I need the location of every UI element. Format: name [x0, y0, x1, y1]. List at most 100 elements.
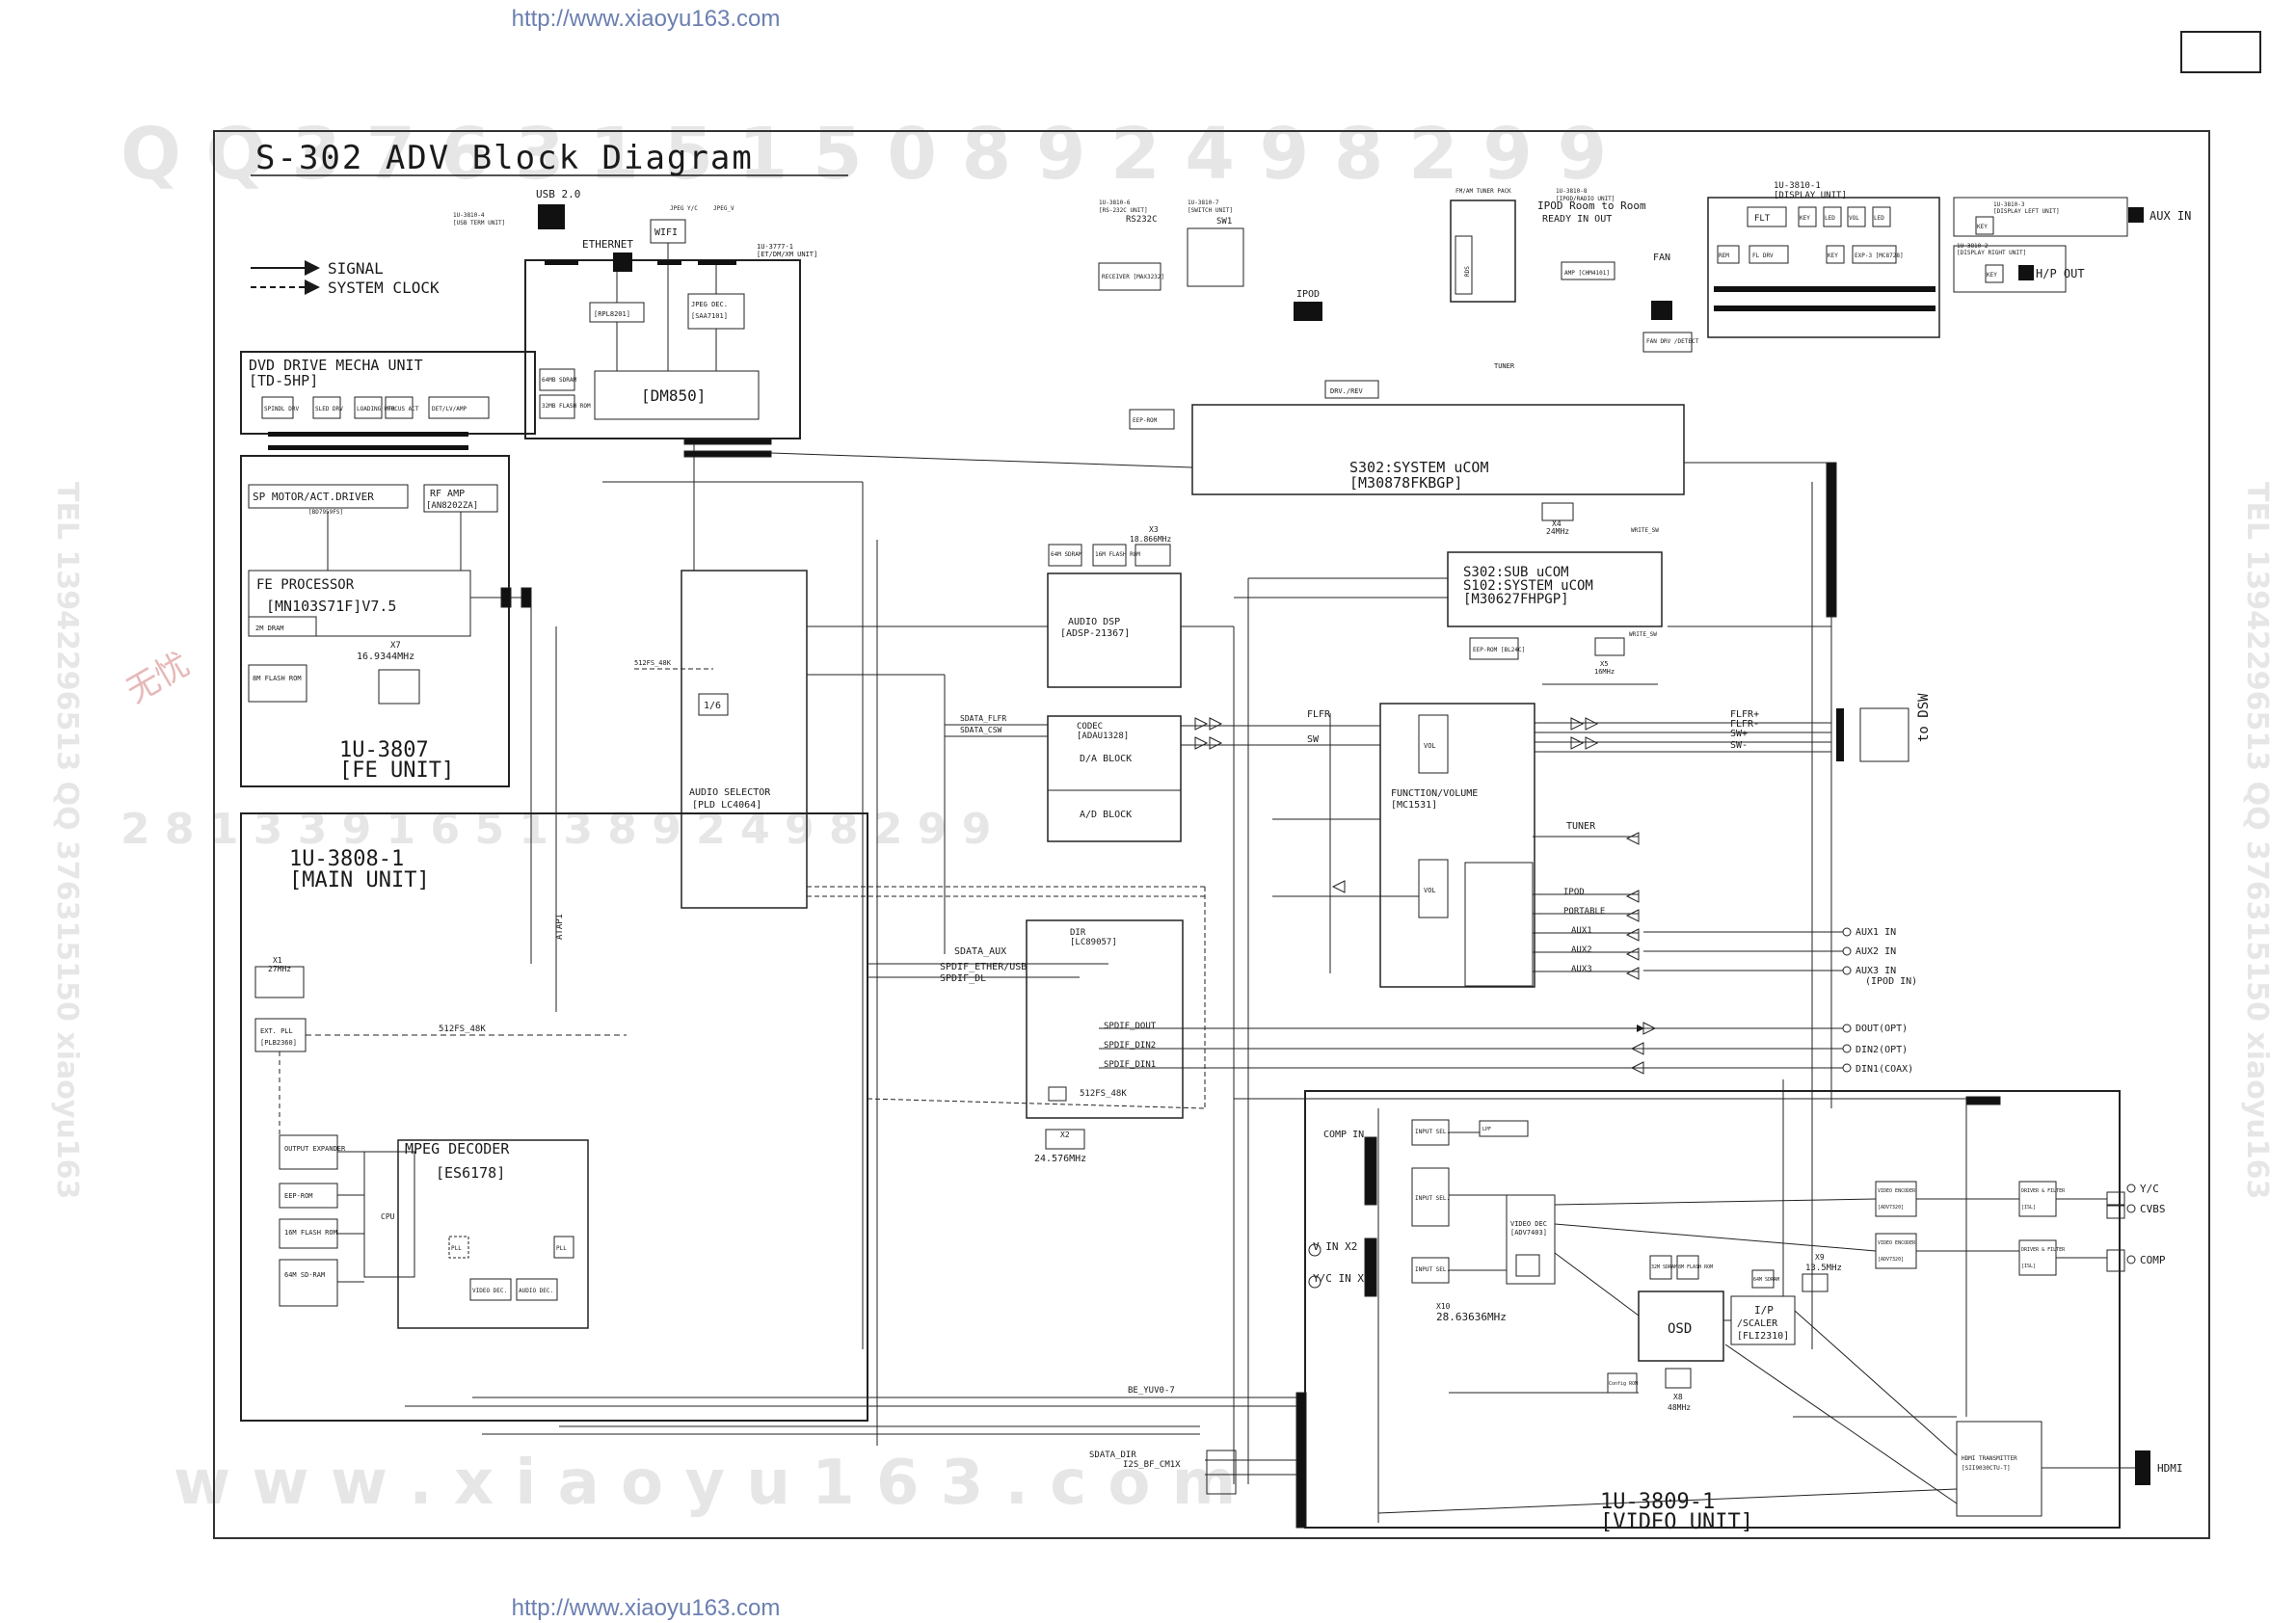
svg-text:DOUT(OPT): DOUT(OPT): [1855, 1024, 1908, 1034]
svg-text:CVBS: CVBS: [2140, 1203, 2166, 1215]
svg-text:I/P: I/P: [1754, 1304, 1774, 1317]
svg-text:VIDEO ENCODER: VIDEO ENCODER: [1878, 1240, 1916, 1246]
svg-text:27MHz: 27MHz: [268, 965, 291, 973]
fv-part: [MC1531]: [1391, 800, 1437, 811]
fe-unit-name: 1U-3807: [339, 738, 429, 762]
svg-text:FLFR+: FLFR+: [1730, 709, 1759, 720]
svg-text:[ET/DM/XM UNIT]: [ET/DM/XM UNIT]: [757, 251, 817, 258]
svg-text:TUNER: TUNER: [1566, 821, 1596, 832]
svg-text:AUX3 IN: AUX3 IN: [1855, 966, 1896, 976]
mpeg-decoder-part: [ES6178]: [436, 1164, 505, 1182]
svg-text:SDATA_AUX: SDATA_AUX: [954, 946, 1006, 957]
svg-text:[SII9030CTU-T]: [SII9030CTU-T]: [1962, 1465, 2011, 1472]
svg-text:CODEC: CODEC: [1077, 722, 1103, 732]
fv-label: FUNCTION/VOLUME: [1391, 788, 1478, 799]
svg-text:EEP-ROM: EEP-ROM: [1133, 417, 1158, 424]
fe-processor-part: [MN103S71F]V7.5: [266, 598, 396, 615]
svg-text:KEY: KEY: [1977, 224, 1988, 230]
svg-text:[IPOD/RADIO UNIT]: [IPOD/RADIO UNIT]: [1556, 196, 1615, 202]
svg-text:24MHz: 24MHz: [1546, 527, 1569, 536]
svg-text:[ISL]: [ISL]: [2021, 1264, 2036, 1269]
svg-text:[AN8202ZA]: [AN8202ZA]: [426, 501, 478, 511]
header-url: http://www.xiaoyu163.com: [511, 6, 781, 32]
svg-text:SDATA_CSW: SDATA_CSW: [960, 726, 1002, 734]
dm850-label: [DM850]: [641, 386, 706, 405]
svg-text:1U-3777-1: 1U-3777-1: [757, 243, 793, 251]
audio-selector: AUDIO SELECTOR [PLD LC4064] 1/6 512FS_48…: [555, 570, 808, 1012]
watermark-logo: 无忧: [120, 645, 197, 711]
svg-text:16.9344MHz: 16.9344MHz: [357, 652, 414, 662]
svg-text:PLL: PLL: [556, 1245, 567, 1252]
svg-text:DRIVER & FILTER: DRIVER & FILTER: [2021, 1247, 2066, 1253]
function-volume: VOL VOL FUNCTION/VOLUME [MC1531] FLFR SW…: [1181, 703, 1831, 988]
svg-text:[ADV7320]: [ADV7320]: [1878, 1257, 1904, 1263]
watermark-top: Q Q 3 7 6 3 1 5 1 5 0 8 9 2 4 9 8 2 9 9: [120, 113, 1607, 196]
svg-text:VIDEO DEC: VIDEO DEC: [1510, 1220, 1547, 1228]
svg-text:LPF: LPF: [1482, 1127, 1491, 1132]
svg-text:SP MOTOR/ACT.DRIVER: SP MOTOR/ACT.DRIVER: [253, 491, 374, 503]
da-block-label: D/A BLOCK: [1080, 754, 1132, 764]
svg-text:V IN X2: V IN X2: [1313, 1240, 1357, 1253]
diagram-title: S-302 ADV Block Diagram: [255, 139, 754, 177]
svg-text:FL DRV: FL DRV: [1752, 253, 1774, 259]
svg-text:DIR: DIR: [1070, 928, 1086, 938]
amplifier-symbols: [1194, 717, 1657, 1075]
svg-text:[ADAU1328]: [ADAU1328]: [1077, 732, 1129, 741]
svg-text:PLL: PLL: [451, 1245, 462, 1252]
svg-text:64M SDRAM: 64M SDRAM: [1753, 1277, 1779, 1283]
svg-text:SPDIF_DIN1: SPDIF_DIN1: [1104, 1060, 1156, 1070]
svg-text:DRV./REV: DRV./REV: [1330, 387, 1364, 395]
svg-text:WRITE_SW: WRITE_SW: [1629, 631, 1657, 638]
svg-text:PORTABLE: PORTABLE: [1563, 907, 1605, 917]
svg-text:[PLB2360]: [PLB2360]: [260, 1039, 297, 1047]
svg-text:X1: X1: [273, 956, 282, 965]
svg-text:FLFR: FLFR: [1307, 709, 1331, 720]
hdmi-out-label: HDMI: [2157, 1462, 2183, 1475]
svg-text:512FS_48K: 512FS_48K: [634, 659, 672, 667]
svg-text:WRITE_SW: WRITE_SW: [1631, 527, 1659, 534]
svg-text:EEP-ROM [BL24C]: EEP-ROM [BL24C]: [1473, 647, 1525, 653]
svg-text:Y/C IN X2: Y/C IN X2: [1313, 1272, 1371, 1285]
svg-text:18.866MHz: 18.866MHz: [1130, 535, 1172, 544]
fe-unit: SP MOTOR/ACT.DRIVER [BD7959FS] RF AMP [A…: [240, 455, 510, 787]
svg-text:INPUT SEL.: INPUT SEL.: [1415, 1129, 1450, 1135]
svg-text:1U-3810-7: 1U-3810-7: [1188, 200, 1219, 206]
aux-in-label: AUX IN: [2149, 209, 2191, 223]
svg-text:X5: X5: [1600, 660, 1608, 668]
svg-text:COMP IN: COMP IN: [1323, 1130, 1364, 1140]
system-ucom-label: S302:SYSTEM uCOM: [1349, 459, 1489, 476]
svg-text:DRIVER & FILTER: DRIVER & FILTER: [2021, 1188, 2066, 1194]
main-unit-name: 1U-3808-1: [289, 847, 404, 871]
video-unit: 1U-3809-1 [VIDEO UNIT] COMP IN V IN X2 Y…: [1304, 1090, 2183, 1534]
svg-text:1U-3810-6: 1U-3810-6: [1099, 200, 1131, 206]
dsw-output: FLFR+ FLFR- SW+ SW- to DSW AUX1 IN AUX2 …: [1643, 693, 1932, 1075]
video-unit-part: [VIDEO UNIT]: [1600, 1510, 1753, 1534]
svg-text:64M SD-RAM: 64M SD-RAM: [284, 1271, 325, 1279]
legend-signal-label: SIGNAL: [328, 259, 384, 278]
outer-frame: [213, 130, 2210, 1539]
audio-dsp-label: AUDIO DSP: [1068, 617, 1120, 627]
svg-text:[DISPLAY LEFT UNIT]: [DISPLAY LEFT UNIT]: [1993, 208, 2060, 215]
dvd-unit-part: [TD-5HP]: [249, 372, 318, 389]
sub-ucom-label-1: S302:SUB uCOM: [1463, 565, 1569, 580]
ad-block-label: A/D BLOCK: [1080, 810, 1132, 820]
svg-text:FAN: FAN: [1653, 253, 1670, 263]
svg-text:X7: X7: [390, 641, 401, 651]
svg-text:IPOD: IPOD: [1296, 289, 1320, 300]
svg-text:64MB SDRAM: 64MB SDRAM: [542, 377, 577, 384]
svg-text:AUX1: AUX1: [1571, 926, 1592, 936]
svg-text:X8: X8: [1673, 1393, 1683, 1401]
legend-clock-label: SYSTEM CLOCK: [328, 279, 440, 297]
svg-text:SLED DRV: SLED DRV: [315, 406, 343, 412]
svg-text:512FS_48K: 512FS_48K: [1080, 1089, 1127, 1099]
svg-text:RDS: RDS: [1464, 266, 1471, 277]
codec: CODEC [ADAU1328] D/A BLOCK A/D BLOCK SDA…: [945, 714, 1182, 842]
svg-text:KEY: KEY: [1987, 272, 1997, 279]
watermark-right-vertical: TEL 13942296513 QQ 376315150 xiaoyu163: [2240, 482, 2274, 1199]
svg-text:COMP: COMP: [2140, 1254, 2166, 1266]
svg-text:AUDIO DEC.: AUDIO DEC.: [519, 1288, 553, 1294]
svg-text:CPU: CPU: [381, 1212, 395, 1221]
svg-text:1U-3810-4: 1U-3810-4: [453, 212, 485, 219]
svg-text:SPDIF_ETHER/USB: SPDIF_ETHER/USB: [940, 962, 1027, 972]
sub-ucom-label-2: S102:SYSTEM uCOM: [1463, 578, 1593, 594]
